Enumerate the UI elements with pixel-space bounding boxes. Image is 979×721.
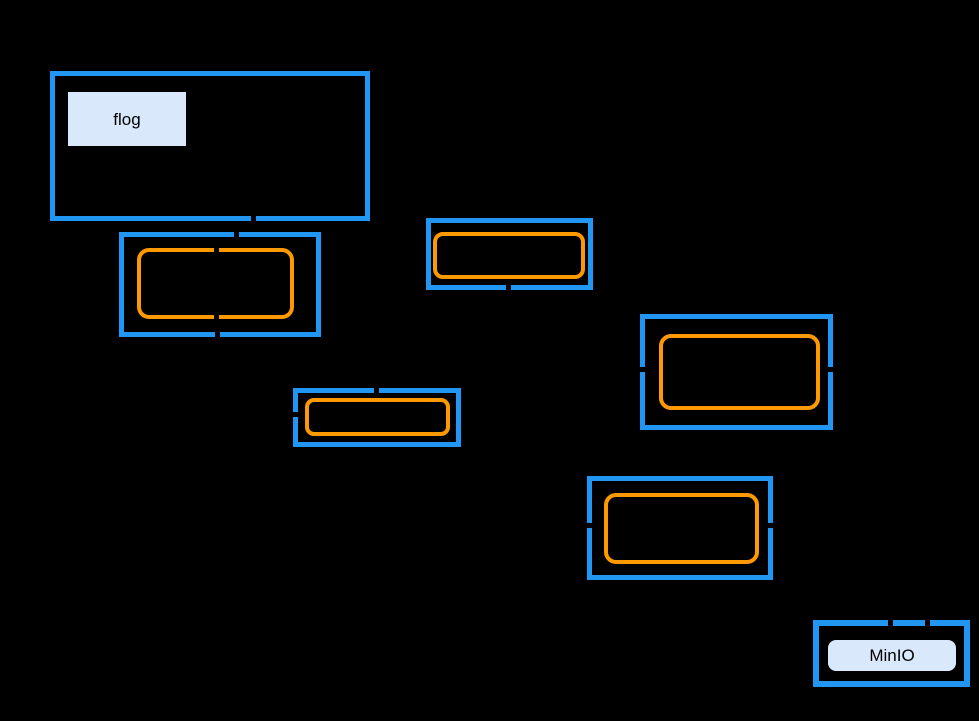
edge-mark — [214, 246, 219, 254]
group-a-box — [119, 232, 321, 337]
group-c-inner-shape — [305, 398, 450, 436]
flog-group-box — [50, 71, 370, 221]
edge-mark — [888, 619, 893, 627]
edge-mark — [506, 283, 511, 291]
edge-mark — [292, 412, 300, 417]
edge-mark — [925, 619, 930, 627]
group-d-inner-shape — [659, 334, 820, 410]
minio-group-label: MinIO — [828, 640, 956, 671]
edge-mark — [215, 330, 220, 338]
group-b-inner-shape — [433, 232, 585, 279]
edge-mark — [825, 367, 833, 372]
edge-mark — [214, 312, 219, 320]
edge-mark — [639, 367, 647, 372]
group-e-box — [587, 476, 773, 580]
group-a-inner-shape — [137, 248, 294, 319]
edge-mark — [767, 523, 775, 528]
edge-mark — [234, 231, 239, 239]
edge-mark — [374, 387, 379, 395]
flog-group-label: flog — [68, 92, 186, 146]
group-d-box — [640, 314, 833, 430]
group-e-inner-shape — [604, 493, 759, 564]
edge-mark — [586, 523, 594, 528]
edge-mark — [251, 214, 256, 222]
